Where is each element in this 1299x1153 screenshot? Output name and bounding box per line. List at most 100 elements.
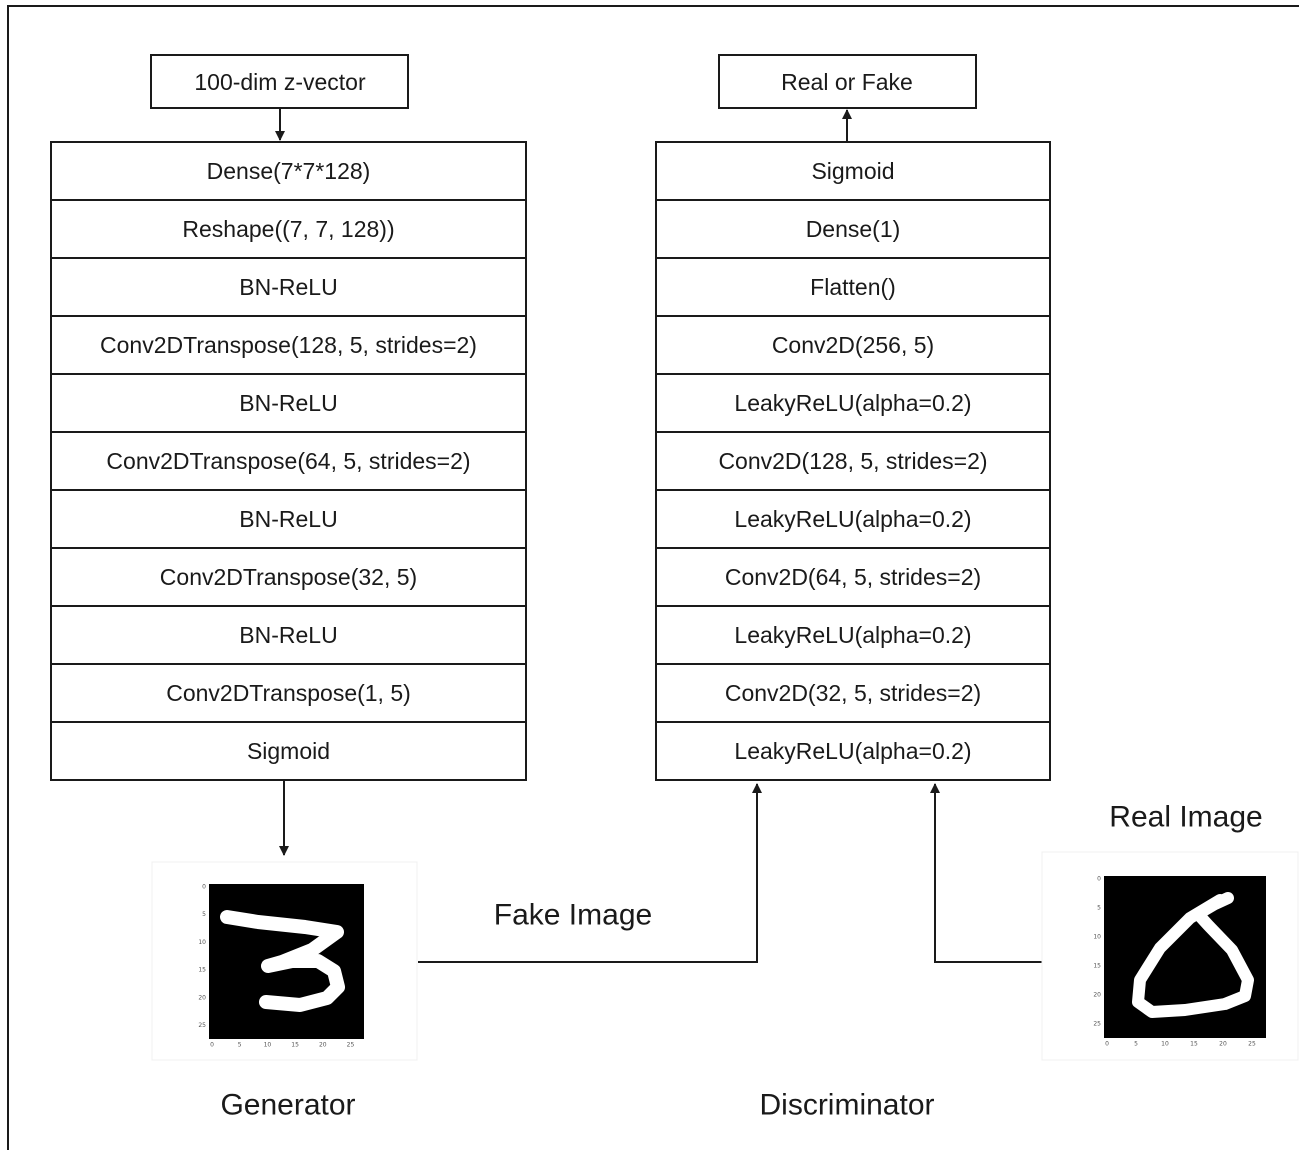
generator-layer-box	[50, 431, 527, 491]
real-image-x-tick-label: 0	[1105, 1041, 1109, 1048]
discriminator-layer-5: LeakyReLU(alpha=0.2)	[655, 373, 1051, 433]
fake-image-x-tick-label: 5	[238, 1042, 242, 1049]
discriminator-layer-box	[655, 721, 1051, 781]
real-image-y-tick-label: 5	[1097, 905, 1101, 912]
discriminator-layer-label: Conv2D(256, 5)	[772, 332, 934, 358]
discriminator-layer-box	[655, 605, 1051, 665]
discriminator-layer-box	[655, 199, 1051, 259]
discriminator-layer-box	[655, 141, 1051, 201]
generator-layer-7: BN-ReLU	[50, 489, 527, 549]
fake-image-x-tick-label: 10	[264, 1042, 272, 1049]
generator-input-label: 100-dim z-vector	[194, 69, 366, 95]
discriminator-layer-10: Conv2D(32, 5, strides=2)	[655, 663, 1051, 723]
real-image-label: Real Image	[1109, 801, 1262, 834]
generator-layer-box	[50, 721, 527, 781]
fake-image-x-tick-label: 20	[319, 1042, 327, 1049]
discriminator-layer-label: Sigmoid	[811, 158, 894, 184]
real-image-y-tick-label: 20	[1093, 992, 1101, 999]
generator-layer-box	[50, 663, 527, 723]
generator-layer-label: Conv2DTranspose(32, 5)	[160, 564, 417, 590]
fake-image-y-tick-label: 0	[202, 884, 206, 891]
generator-layer-box	[50, 257, 527, 317]
generator-layer-label: Sigmoid	[247, 738, 330, 764]
discriminator-layer-8: Conv2D(64, 5, strides=2)	[655, 547, 1051, 607]
real-image-y-tick-label: 25	[1093, 1021, 1101, 1028]
generator-caption: Generator	[220, 1089, 355, 1122]
generator-layer-label: Conv2DTranspose(128, 5, strides=2)	[100, 332, 477, 358]
real-image-x-tick-label: 15	[1190, 1041, 1198, 1048]
generator-layer-4: Conv2DTranspose(128, 5, strides=2)	[50, 315, 527, 375]
discriminator-layer-label: LeakyReLU(alpha=0.2)	[734, 622, 971, 648]
real-image-plot: 0 5 10 15 20 25 0 5 10 15 20 25	[1041, 851, 1299, 1061]
fake-image-x-ticks: 0 5 10 15 20 25	[210, 1042, 354, 1049]
discriminator-layer-6: Conv2D(128, 5, strides=2)	[655, 431, 1051, 491]
discriminator-layer-label: Dense(1)	[806, 216, 901, 242]
generator-layer-11: Sigmoid	[50, 721, 527, 781]
real-image-y-tick-label: 10	[1093, 934, 1101, 941]
discriminator-layer-box	[655, 373, 1051, 433]
fake-image-x-tick-label: 25	[347, 1042, 355, 1049]
generator-layer-box	[50, 489, 527, 549]
diagram-frame	[7, 5, 1299, 1150]
discriminator-layer-label: Conv2D(32, 5, strides=2)	[725, 680, 981, 706]
generator-layer-stack: Dense(7*7*128) Reshape((7, 7, 128)) BN-ReL…	[50, 141, 527, 781]
real-image-y-tick-label: 15	[1093, 963, 1101, 970]
fake-image-x-tick-label: 0	[210, 1042, 214, 1049]
discriminator-layer-label: LeakyReLU(alpha=0.2)	[734, 506, 971, 532]
generator-layer-box	[50, 199, 527, 259]
generator-layer-label: Dense(7*7*128)	[207, 158, 371, 184]
generator-layer-label: BN-ReLU	[239, 622, 337, 648]
fake-image-y-tick-label: 10	[198, 939, 206, 946]
generator-input-box: 100-dim z-vector	[150, 54, 409, 109]
discriminator-output-box: Real or Fake	[718, 54, 977, 109]
fake-image-y-tick-label: 20	[198, 994, 206, 1001]
real-image-to-discriminator-arrow	[930, 783, 1042, 963]
discriminator-layer-2: Dense(1)	[655, 199, 1051, 259]
real-image-y-ticks: 0 5 10 15 20 25	[1093, 876, 1101, 1028]
fake-image-y-tick-label: 25	[198, 1022, 206, 1029]
generator-layer-label: BN-ReLU	[239, 390, 337, 416]
generator-layer-8: Conv2DTranspose(32, 5)	[50, 547, 527, 607]
discriminator-layer-7: LeakyReLU(alpha=0.2)	[655, 489, 1051, 549]
fake-digit-stroke	[220, 910, 345, 1012]
discriminator-layer-label: LeakyReLU(alpha=0.2)	[734, 738, 971, 764]
generator-layer-label: BN-ReLU	[239, 506, 337, 532]
fake-image-to-discriminator-arrow	[418, 783, 762, 963]
generator-layer-box	[50, 373, 527, 433]
generator-layer-1: Dense(7*7*128)	[50, 141, 527, 201]
fake-image-label: Fake Image	[494, 899, 652, 932]
discriminator-layer-1: Sigmoid	[655, 141, 1051, 201]
real-image-x-tick-label: 20	[1219, 1041, 1227, 1048]
discriminator-layer-4: Conv2D(256, 5)	[655, 315, 1051, 375]
discriminator-layer-3: Flatten()	[655, 257, 1051, 317]
generator-layer-10: Conv2DTranspose(1, 5)	[50, 663, 527, 723]
generator-layer-5: BN-ReLU	[50, 373, 527, 433]
real-image-x-tick-label: 10	[1161, 1041, 1169, 1048]
real-image-x-ticks: 0 5 10 15 20 25	[1105, 1041, 1256, 1048]
fake-image-y-ticks: 0 5 10 15 20 25	[198, 884, 206, 1030]
discriminator-output-label: Real or Fake	[781, 69, 913, 95]
generator-layer-label: BN-ReLU	[239, 274, 337, 300]
generator-layer-label: Conv2DTranspose(1, 5)	[166, 680, 411, 706]
generator-layer-label: Reshape((7, 7, 128))	[182, 216, 394, 242]
fake-image-x-tick-label: 15	[291, 1042, 299, 1049]
generator-layer-6: Conv2DTranspose(64, 5, strides=2)	[50, 431, 527, 491]
fake-image-y-tick-label: 5	[202, 911, 206, 918]
generator-layer-label: Conv2DTranspose(64, 5, strides=2)	[106, 448, 470, 474]
fake-image-y-tick-label: 15	[198, 967, 206, 974]
discriminator-layer-label: LeakyReLU(alpha=0.2)	[734, 390, 971, 416]
real-image-x-tick-label: 25	[1248, 1041, 1256, 1048]
real-image-y-tick-label: 0	[1097, 876, 1101, 883]
fake-image-plot: 0 5 10 15 20 25 0 5 10 15 20 25	[151, 861, 418, 1061]
real-digit-stroke	[1132, 892, 1254, 1018]
real-image-x-tick-label: 5	[1134, 1041, 1138, 1048]
discriminator-layer-label: Flatten()	[810, 274, 896, 300]
discriminator-caption: Discriminator	[759, 1089, 934, 1122]
generator-layer-box	[50, 547, 527, 607]
generator-layer-3: BN-ReLU	[50, 257, 527, 317]
discriminator-layer-9: LeakyReLU(alpha=0.2)	[655, 605, 1051, 665]
discriminator-layer-label: Conv2D(64, 5, strides=2)	[725, 564, 981, 590]
discriminator-layer-box	[655, 431, 1051, 491]
